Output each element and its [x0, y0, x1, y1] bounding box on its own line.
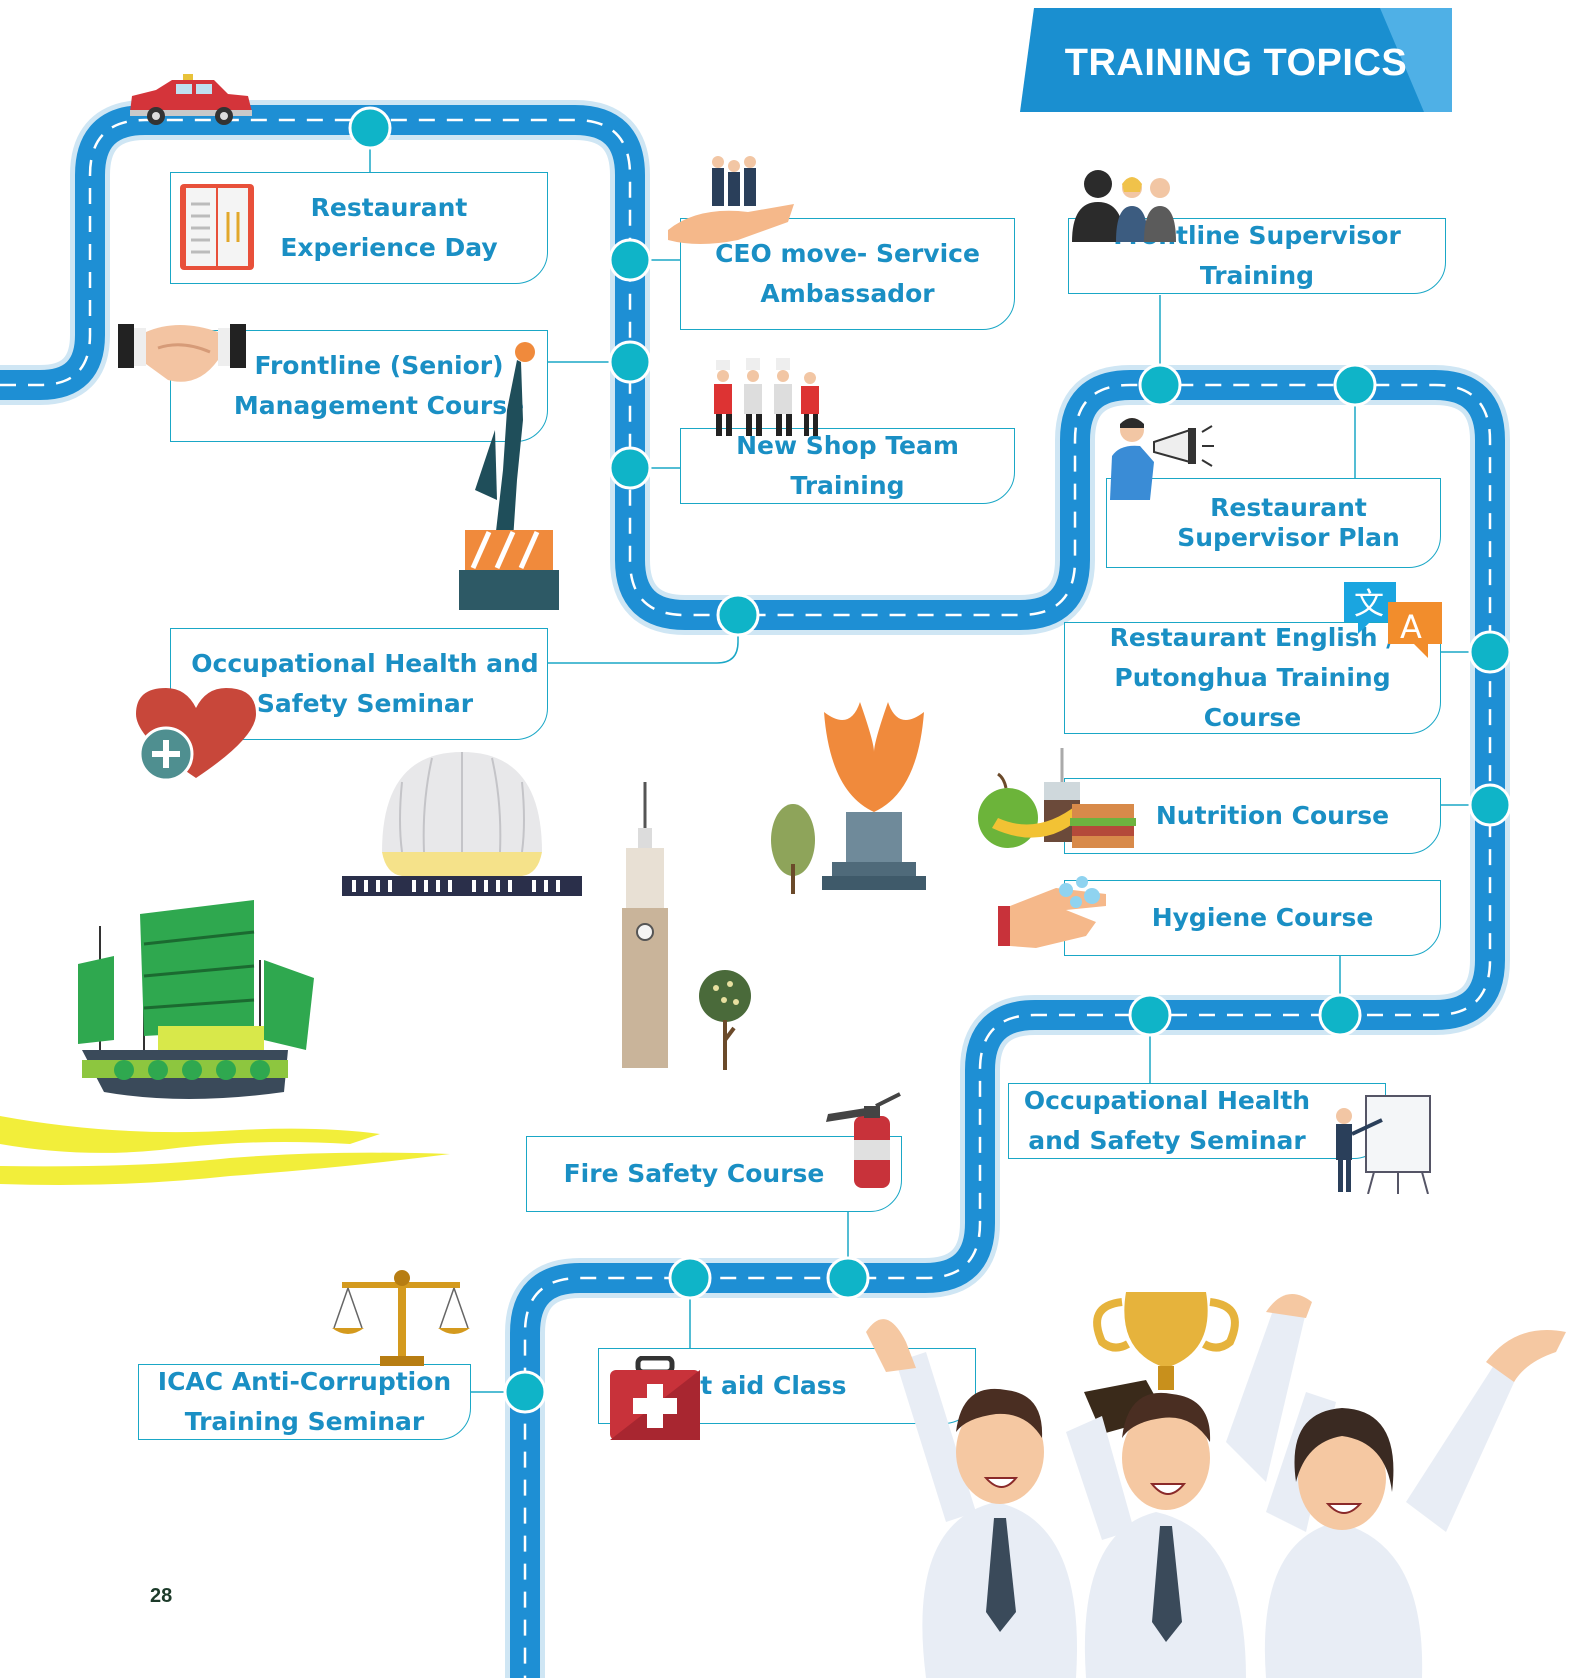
tree-icon [771, 804, 815, 894]
fire-extinguisher-icon [826, 1092, 901, 1188]
first-aid-kit-icon [610, 1356, 700, 1440]
statue-icon [459, 342, 559, 610]
topic-label: Occupational Health and Safety Seminar [1023, 1086, 1311, 1155]
clock-tower-icon [622, 782, 668, 1068]
topic-label: ICAC Anti-Corruption Training Seminar [157, 1367, 452, 1436]
food-icon [978, 748, 1136, 848]
topic-icac-anti-corruption[interactable]: ICAC Anti-Corruption Training Seminar [138, 1364, 471, 1440]
celebrating-team-icon [866, 1292, 1566, 1678]
topic-label: Restaurant English / Putonghua Training … [1109, 623, 1396, 732]
junk-boat-icon [78, 900, 314, 1099]
topic-restaurant-english-putonghua[interactable]: Restaurant English / Putonghua Training … [1064, 622, 1441, 734]
topic-restaurant-supervisor-plan[interactable]: Restaurant Supervisor Plan [1106, 478, 1441, 568]
megaphone-icon [1110, 418, 1214, 500]
topic-label: Nutrition Course [1155, 801, 1390, 830]
team-in-hand-icon [668, 156, 794, 244]
translate-icon: 文 A [1344, 582, 1442, 658]
topic-fire-safety-course[interactable]: Fire Safety Course [526, 1136, 902, 1212]
taxi-icon [130, 74, 252, 125]
dome-building-icon [342, 752, 582, 896]
topic-label: Restaurant Supervisor Plan [1177, 493, 1400, 552]
handshake-icon [118, 324, 246, 382]
page-title: TRAINING TOPICS [1064, 42, 1408, 84]
topic-label: CEO move- Service Ambassador [715, 239, 980, 308]
topic-label: Restaurant Experience Day [280, 193, 498, 262]
topic-occupational-health-safety-1[interactable]: Occupational Health and Safety Seminar [170, 628, 548, 740]
translate-zh-glyph: 文 [1354, 587, 1384, 622]
topic-new-shop-team-training[interactable]: New Shop Team Training [680, 428, 1015, 504]
heart-plus-icon [136, 688, 256, 782]
topic-label: Fire Safety Course [563, 1159, 825, 1188]
topic-label: Hygiene Course [1151, 903, 1374, 932]
page-number: 28 [150, 1585, 173, 1607]
topic-hygiene-course[interactable]: Hygiene Course [1064, 880, 1441, 956]
title-banner: TRAINING TOPICS [1020, 8, 1452, 112]
chef-team-icon [714, 358, 819, 436]
topic-label: Occupational Health and Safety Seminar [191, 649, 539, 718]
supervisor-group-icon [1072, 170, 1176, 242]
bauhinia-sculpture-icon [822, 702, 926, 890]
trophy-icon [1084, 1292, 1239, 1434]
topic-frontline-senior-management[interactable]: Frontline (Senior) Management Course [170, 330, 548, 442]
scales-icon [332, 1270, 470, 1366]
round-tree-icon [699, 970, 751, 1070]
water-waves-icon [0, 1116, 450, 1185]
hand-wash-icon [998, 876, 1106, 948]
topic-label: Frontline (Senior) Management Course [233, 351, 525, 420]
menu-book-icon [180, 184, 254, 270]
translate-en-glyph: A [1400, 608, 1422, 646]
presentation-board-icon [1336, 1095, 1431, 1194]
topic-occupational-health-safety-2[interactable]: Occupational Health and Safety Seminar [1008, 1083, 1386, 1159]
topic-ceo-move-service-ambassador[interactable]: CEO move- Service Ambassador [680, 218, 1015, 330]
